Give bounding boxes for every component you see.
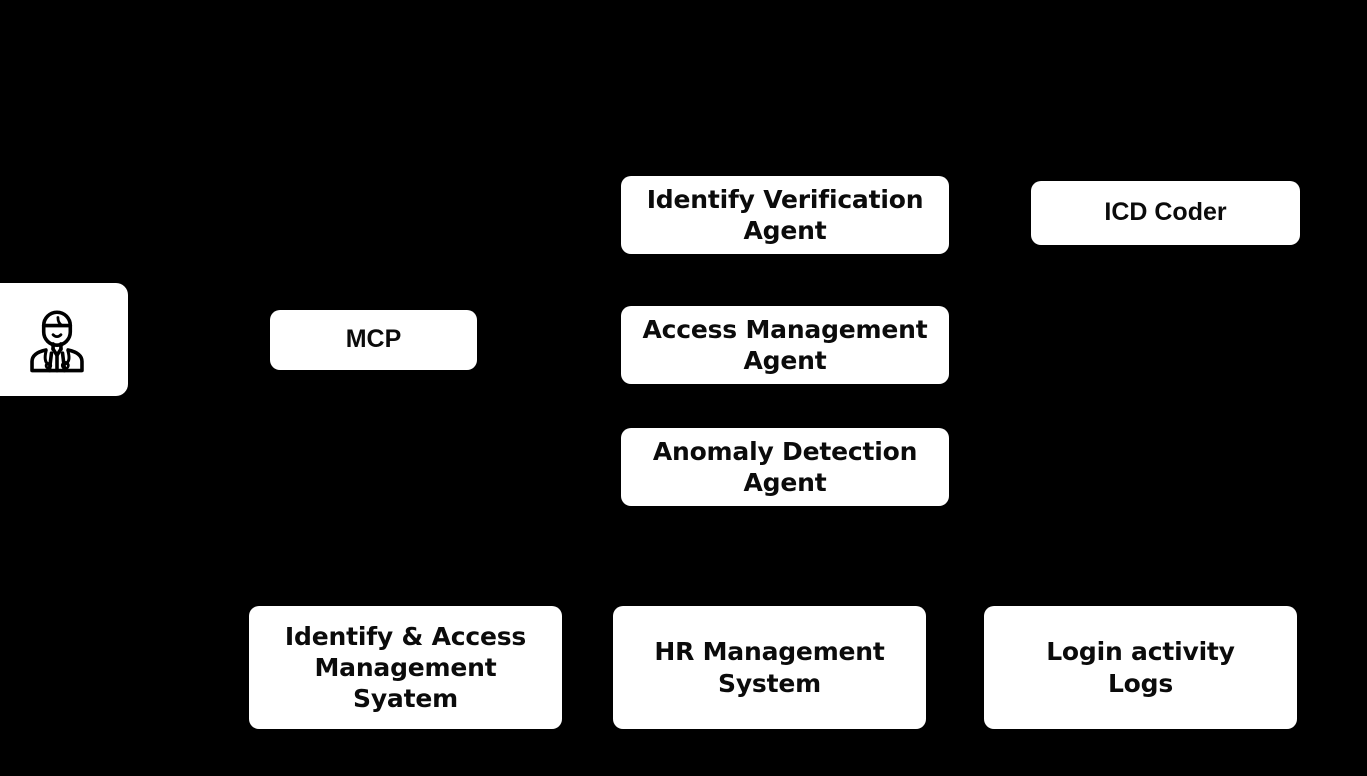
system-node-login-activity-logs[interactable]: Login activity Logs: [984, 606, 1297, 729]
doctor-icon: [20, 283, 94, 397]
actor-doctor-card[interactable]: [0, 283, 128, 396]
system-node-hr-management[interactable]: HR Management System: [613, 606, 926, 729]
agent-node-anomaly-detection[interactable]: Anomaly Detection Agent: [621, 428, 949, 506]
mcp-node[interactable]: MCP: [270, 310, 477, 370]
tool-node-icd-coder[interactable]: ICD Coder: [1031, 181, 1300, 245]
agent-node-identify-verification[interactable]: Identify Verification Agent: [621, 176, 949, 254]
agent-node-access-management[interactable]: Access Management Agent: [621, 306, 949, 384]
system-node-identity-access-management[interactable]: Identify & Access Management Syatem: [249, 606, 562, 729]
